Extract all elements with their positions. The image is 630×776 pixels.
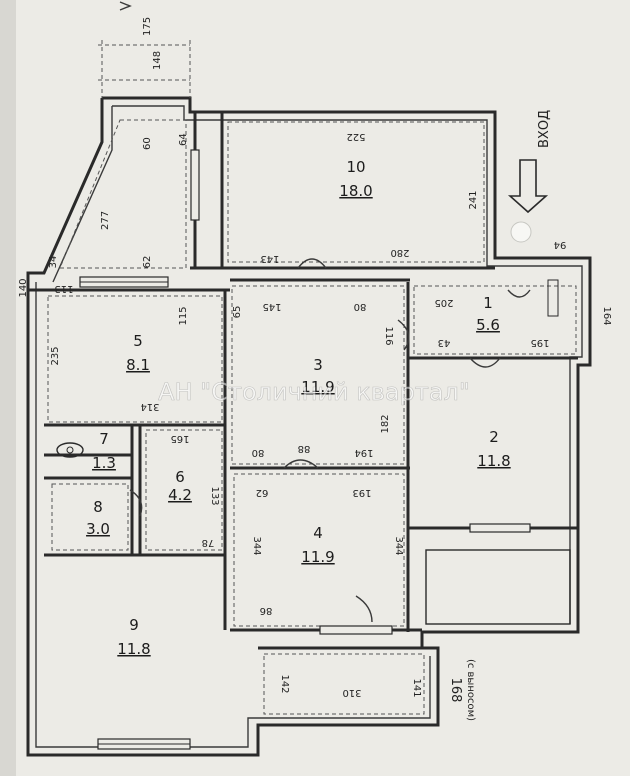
dim-115: 115: [178, 306, 189, 325]
dim-78: 78: [202, 537, 215, 548]
dim-310: 310: [342, 687, 361, 698]
room-8-area: 3.0: [86, 520, 110, 538]
dim-133: 133: [209, 486, 220, 505]
room-10-number: 10: [346, 158, 365, 176]
dim-142: 142: [279, 674, 290, 693]
dim-280: 280: [390, 247, 409, 258]
dim-165: 165: [170, 433, 189, 444]
dim-145: 145: [262, 301, 281, 312]
dim-62-mid: 62: [256, 487, 269, 498]
room-1-area: 5.6: [476, 316, 500, 334]
room-6-area: 4.2: [168, 486, 192, 504]
dim-148: 148: [152, 51, 163, 70]
room-6-number: 6: [175, 468, 185, 486]
room-10-area: 18.0: [339, 182, 372, 200]
room-9-area: 11.8: [117, 640, 150, 658]
dim-164: 164: [601, 306, 612, 325]
dim-143: 143: [260, 253, 279, 264]
fixtures: [56, 279, 559, 458]
room-1-number: 1: [483, 294, 493, 312]
room-labels: 10 18.0 1 5.6 5 8.1 3 11.9 2 11.8 7 1.3 …: [86, 158, 511, 658]
dim-34: 34: [48, 256, 59, 269]
windows: [79, 149, 571, 750]
entrance-arrow: [507, 159, 549, 243]
dim-522: 522: [346, 131, 365, 142]
dim-116: 116: [383, 326, 394, 345]
dim-64: 64: [178, 133, 189, 146]
dim-241: 241: [468, 190, 479, 209]
room-9-number: 9: [129, 616, 139, 634]
room-4-area: 11.9: [301, 548, 334, 566]
dim-344-right: 344: [393, 536, 404, 555]
entrance-label: ВХОД: [537, 110, 552, 148]
dim-314: 314: [140, 401, 159, 412]
dim-195: 195: [530, 337, 549, 348]
dim-43: 43: [438, 337, 451, 348]
room-7-number: 7: [99, 430, 109, 448]
dim-80-top: 80: [354, 301, 367, 312]
dim-140: 140: [18, 278, 29, 297]
top-dimensions: [98, 1, 191, 98]
dim-94: 94: [554, 239, 567, 250]
room-7-area: 1.3: [92, 454, 116, 472]
dim-182: 182: [380, 414, 391, 433]
dim-141: 141: [411, 678, 422, 697]
room-3-number: 3: [313, 356, 323, 374]
dim-113: 113: [54, 283, 73, 294]
dim-344-left: 344: [251, 536, 262, 555]
room-3-area: 11.9: [301, 378, 334, 396]
dim-277: 277: [100, 211, 111, 230]
dim-194: 194: [354, 447, 373, 458]
dim-80-mid: 80: [252, 447, 265, 458]
room-2-number: 2: [489, 428, 499, 446]
dim-88: 88: [298, 443, 311, 454]
dim-168-note: (с выносом): [465, 659, 476, 721]
room-5-area: 8.1: [126, 356, 150, 374]
dim-235: 235: [50, 346, 61, 365]
doors: [129, 258, 531, 623]
room-5-number: 5: [133, 332, 143, 350]
room-2-area: 11.8: [477, 452, 510, 470]
dim-168: 168: [448, 678, 463, 703]
dim-60: 60: [142, 137, 153, 150]
room-8-number: 8: [93, 498, 103, 516]
dim-65: 65: [232, 306, 243, 319]
dim-86: 86: [260, 605, 273, 616]
dim-205: 205: [434, 297, 453, 308]
dim-193: 193: [352, 487, 371, 498]
dim-62: 62: [142, 256, 153, 269]
paper-edge: [0, 0, 16, 776]
room-4-number: 4: [313, 524, 323, 542]
agency-watermark: АН "Столичний квартал": [158, 378, 470, 406]
dim-175: 175: [142, 17, 153, 36]
dimension-labels: 175 148 60 64 277 522 241 143 280 94 164…: [18, 17, 612, 721]
room-outlines: [47, 119, 577, 715]
